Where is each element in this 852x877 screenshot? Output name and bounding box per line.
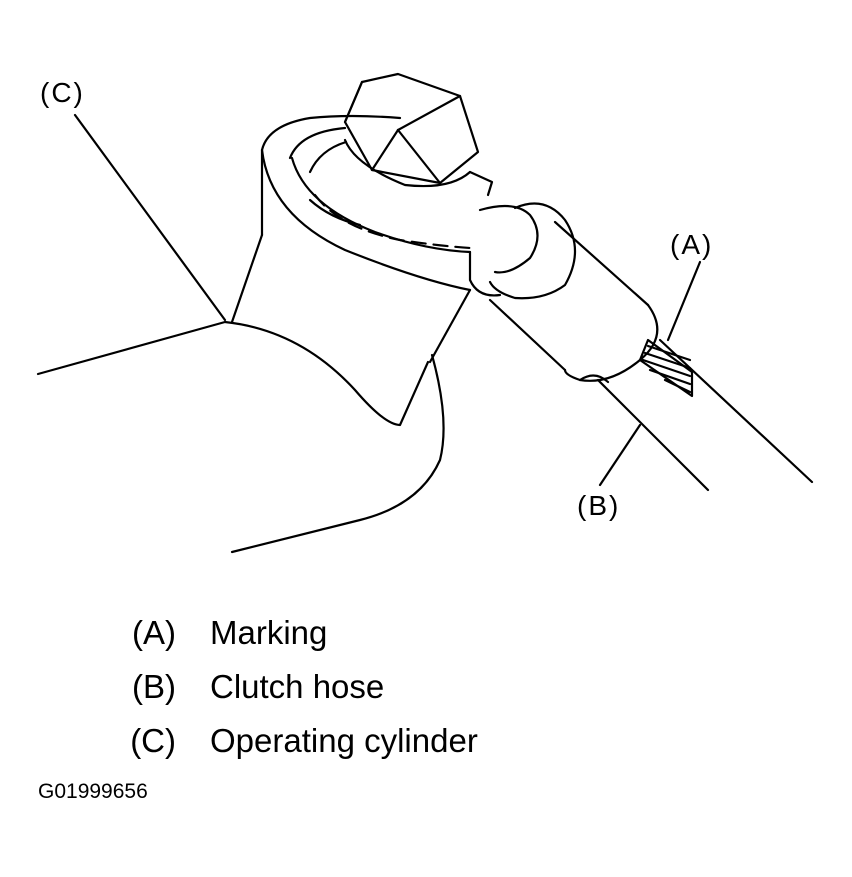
legend-key-b: (B) (132, 668, 176, 705)
leader-c (73, 113, 227, 322)
figure-code: G01999656 (38, 780, 148, 803)
banjo-fitting (468, 202, 576, 300)
hose-sleeve (488, 220, 659, 384)
legend-label-c: Operating cylinder (210, 722, 478, 759)
housing-outline (36, 320, 445, 554)
legend-row-a: (A) Marking (90, 606, 478, 660)
legend-label-b: Clutch hose (210, 668, 385, 705)
leader-a (666, 260, 702, 342)
callout-a: (A) (670, 229, 713, 260)
legend: (A) Marking (B) Clutch hose (C) Operatin… (90, 606, 478, 768)
leader-lines (73, 113, 702, 487)
operating-cylinder (230, 114, 472, 364)
clutch-diagram: (C) (A) (B) (36, 72, 814, 554)
legend-row-b: (B) Clutch hose (90, 660, 478, 714)
legend-label-a: Marking (210, 614, 328, 651)
bleeder-bolt (343, 72, 494, 197)
clutch-hose (596, 338, 814, 492)
legend-row-c: (C) Operating cylinder (90, 714, 478, 768)
marking-stripes (638, 338, 694, 398)
callout-c: (C) (40, 77, 85, 108)
legend-key-c: (C) (130, 722, 176, 759)
leader-b (598, 423, 642, 487)
legend-key-a: (A) (132, 614, 176, 651)
callout-b: (B) (577, 490, 620, 521)
